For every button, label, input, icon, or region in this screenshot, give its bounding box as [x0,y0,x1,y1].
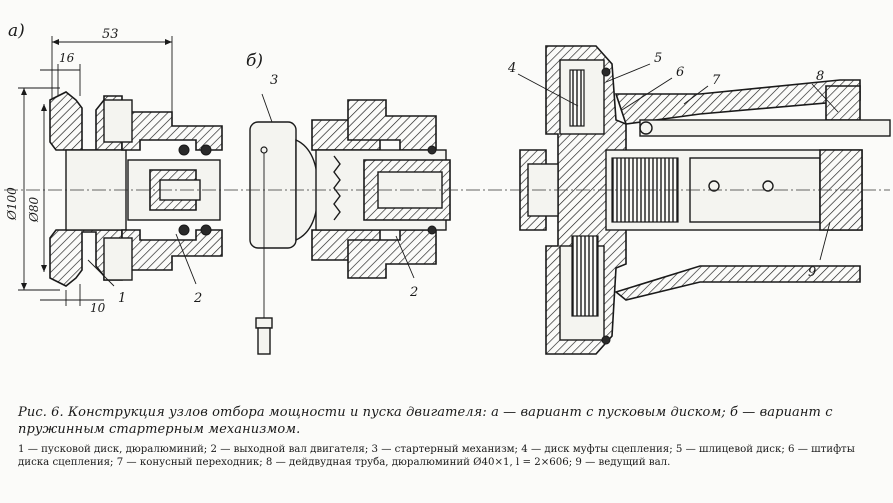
dimension-16: 16 [40,51,81,96]
dimension-10: 10 [40,284,106,315]
dimension-diameters: Ø100 Ø80 [5,87,60,291]
callout-6: 6 [676,65,684,80]
clutch-assembly: 4 5 6 7 8 9 [507,45,891,355]
callout-8: 8 [816,69,824,84]
callout-b-3: 3 [270,73,278,88]
callouts-a: 1 2 [87,233,202,306]
caption-title: Рис. 6. Конструкция узлов отбора мощност… [18,405,833,437]
dimension-10-label: 10 [90,301,106,315]
variant-a-drawing: а) 53 16 Ø100 Ø80 [5,21,223,315]
housing-a [103,99,223,281]
dimension-53-label: 53 [102,27,119,42]
variant-b-drawing: б) 3 [246,51,451,355]
figure-caption: Рис. 6. Конструкция узлов отбора мощност… [18,404,882,469]
callout-7: 7 [712,73,721,88]
spring-coupling: 2 [311,99,451,300]
diameter-100-label: Ø100 [5,187,19,221]
callout-4: 4 [507,61,516,76]
panel-b-label: б) [246,51,263,71]
dimension-16-label: 16 [59,51,75,65]
starter-mechanism: 3 [249,73,319,355]
diameter-80-label: Ø80 [27,197,41,223]
engineering-drawing: а) 53 16 Ø100 Ø80 [4,21,891,355]
callout-a-1: 1 [118,291,126,306]
callout-a-2: 2 [193,291,202,306]
callout-9: 9 [808,265,816,280]
callout-5: 5 [654,51,662,66]
panel-a-label: а) [8,21,25,41]
caption-legend: 1 — пусковой диск, дюралюминий; 2 — выхо… [18,444,855,469]
callout-b-2: 2 [409,285,418,300]
